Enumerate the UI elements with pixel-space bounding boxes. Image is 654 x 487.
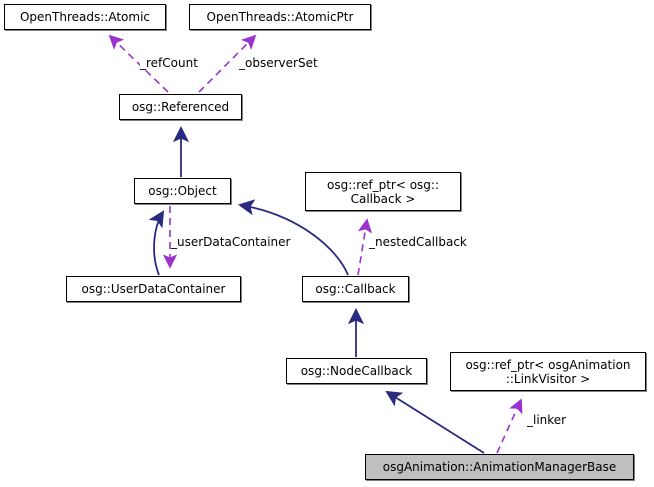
node-osg-refptr-callback[interactable]: osg::ref_ptr< osg:: Callback > (305, 172, 461, 211)
node-label: osg::Object (148, 184, 217, 198)
node-openthreads-atomicptr[interactable]: OpenThreads::AtomicPtr (189, 4, 371, 30)
edge-label-observerset: _observerSet (239, 56, 318, 70)
node-osganimation-animationmanagerbase[interactable]: osgAnimation::AnimationManagerBase (365, 454, 634, 480)
node-osg-callback[interactable]: osg::Callback (302, 276, 409, 302)
node-osg-nodecallback[interactable]: osg::NodeCallback (286, 358, 427, 384)
node-osg-refptr-linkvisitor[interactable]: osg::ref_ptr< osgAnimation ::LinkVisitor… (450, 352, 646, 391)
edge-manager-nodecallback (385, 390, 485, 454)
node-openthreads-atomic[interactable]: OpenThreads::Atomic (4, 4, 166, 30)
node-label: osgAnimation::AnimationManagerBase (382, 460, 617, 474)
edge-label-refcount: _refCount (140, 56, 198, 70)
edge-label-linker: _linker (527, 413, 567, 427)
node-label: osg::NodeCallback (300, 364, 413, 378)
node-osg-object[interactable]: osg::Object (134, 178, 231, 204)
node-label: osg::Referenced (131, 100, 230, 114)
node-label: OpenThreads::AtomicPtr (206, 10, 354, 24)
node-label: OpenThreads::Atomic (19, 10, 150, 24)
edge-callback-refptrcallback (357, 218, 373, 276)
node-label: osg::ref_ptr< osg:: Callback > (327, 177, 439, 206)
node-osg-referenced[interactable]: osg::Referenced (119, 94, 242, 120)
node-label: osg::ref_ptr< osgAnimation ::LinkVisitor… (465, 357, 631, 386)
node-osg-userdatacontainer[interactable]: osg::UserDataContainer (66, 276, 241, 302)
node-label: osg::Callback (315, 282, 396, 296)
node-label: osg::UserDataContainer (81, 282, 226, 296)
edge-userdatacontainer-object (148, 210, 165, 276)
edge-manager-refptrlinkvisitor (496, 398, 523, 454)
edge-label-userdatacontainer: _userDataContainer (171, 235, 291, 249)
edge-label-nestedcallback: _nestedCallback (369, 235, 467, 249)
